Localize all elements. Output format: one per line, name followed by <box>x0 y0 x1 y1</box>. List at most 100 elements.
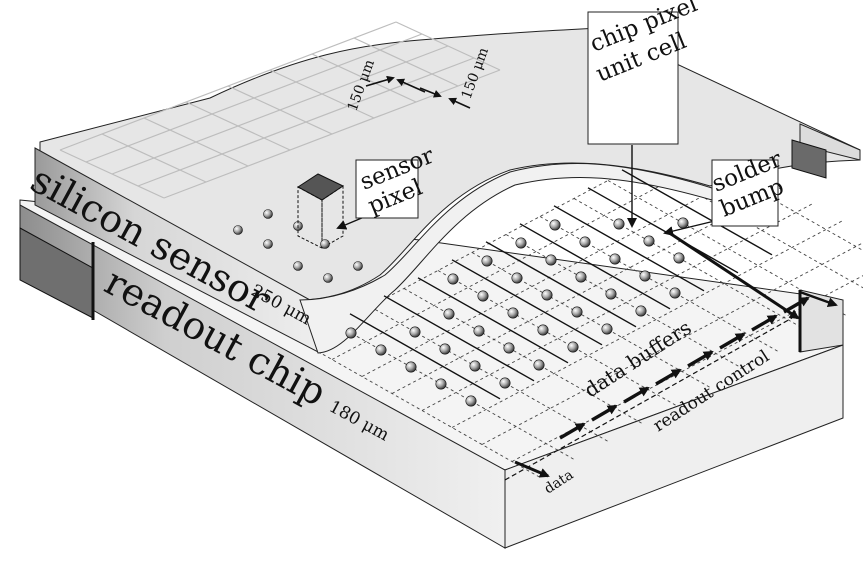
solder-bump <box>447 273 459 285</box>
solder-bump <box>499 377 511 389</box>
solder-bump <box>439 343 451 355</box>
data-output-arrow <box>514 460 550 478</box>
solder-bump <box>469 360 481 372</box>
pitch-dimension-markers <box>365 75 471 109</box>
solder-bump <box>673 252 685 264</box>
sensor-grid-line <box>395 21 501 71</box>
buffer-arrow <box>591 404 618 422</box>
solder-bump <box>435 378 447 390</box>
cell-boundary <box>519 223 671 310</box>
solder-bump <box>473 325 485 337</box>
sensor-grid-line <box>185 101 291 151</box>
sensor-pixel-highlight <box>297 173 345 249</box>
grid-line <box>505 234 747 371</box>
solder-bump <box>511 272 523 284</box>
solder-bump <box>541 289 553 301</box>
grid-line <box>369 306 611 443</box>
solder-bump <box>567 341 579 353</box>
grid-line <box>301 342 543 479</box>
sensor-grid-line <box>353 37 459 87</box>
solder-bump <box>503 342 515 354</box>
buffer-arrow <box>559 422 586 440</box>
solder-bump <box>643 235 655 247</box>
buffer-arrow <box>719 332 746 350</box>
solder-bump <box>677 217 689 229</box>
buffer-arrow <box>751 314 778 332</box>
sensor-pixel-box <box>355 159 419 219</box>
buffer-arrow <box>655 368 682 386</box>
grid-line <box>481 242 863 445</box>
sensor-grid-line <box>311 53 417 103</box>
grid-line <box>361 169 754 377</box>
sensor-right-dark <box>791 139 827 179</box>
cell-boundary <box>621 169 773 256</box>
solder-bump <box>345 327 357 339</box>
solder-bump <box>293 261 303 271</box>
solder-bump <box>549 219 561 231</box>
chip-pixel-box <box>587 11 679 145</box>
solder-bump <box>571 306 583 318</box>
solder-bump <box>537 324 549 336</box>
readout-control-arrow <box>504 317 793 481</box>
grid-line <box>471 252 713 389</box>
solder-bump <box>579 236 591 248</box>
cell-boundary <box>451 259 603 346</box>
cell-boundary <box>417 277 569 364</box>
solder-bump <box>233 225 243 235</box>
solder-bump <box>515 237 527 249</box>
solder-bump <box>605 288 617 300</box>
chip-cell-boundaries <box>349 169 773 400</box>
solder-bump <box>443 308 455 320</box>
grid-line <box>403 288 645 425</box>
sensor-grid-line <box>269 69 375 119</box>
solder-bump <box>613 218 625 230</box>
grid-line <box>573 198 815 335</box>
solder-bump <box>507 307 519 319</box>
grid-line <box>539 216 781 353</box>
grid-line <box>451 220 844 428</box>
solder-bump <box>405 361 417 373</box>
sensor-grid-line <box>143 117 249 167</box>
solder-bump <box>263 209 273 219</box>
grid-line <box>421 203 814 411</box>
solder-bump <box>609 253 621 265</box>
sensor-pixel-grid <box>59 21 501 199</box>
solder-bump <box>323 273 333 283</box>
chip-side-face <box>504 344 844 549</box>
solder-bump <box>669 287 681 299</box>
sensor-right-end <box>799 123 861 161</box>
grid-line <box>331 152 724 360</box>
solder-bump <box>409 326 421 338</box>
solder-bump-array <box>233 209 689 407</box>
solder-bump <box>465 395 477 407</box>
solder-bump <box>533 359 545 371</box>
grid-line <box>335 324 577 461</box>
buffer-arrow <box>687 350 714 368</box>
solder-bump <box>477 290 489 302</box>
solder-bump-box <box>711 159 779 227</box>
label-boxes <box>355 11 779 227</box>
solder-bump <box>353 261 363 271</box>
solder-bump <box>481 255 493 267</box>
data-out-arrow <box>667 230 838 320</box>
cell-boundary <box>587 187 739 274</box>
buffer-arrow <box>623 386 650 404</box>
data-buffer-arrows <box>559 296 810 440</box>
solder-bump <box>545 254 557 266</box>
cell-boundary <box>553 205 705 292</box>
solder-bump <box>635 305 647 317</box>
solder-bump <box>639 270 651 282</box>
grid-line <box>641 162 863 289</box>
solder-bump <box>263 239 273 249</box>
cell-boundary <box>485 241 637 328</box>
sensor-grid-line <box>101 133 207 183</box>
cell-boundary <box>349 313 501 400</box>
cell-boundary <box>383 295 535 382</box>
sensor-grid-line <box>59 149 165 199</box>
sensor-grid-line <box>227 85 333 135</box>
solder-bump <box>575 271 587 283</box>
grid-line <box>437 270 679 407</box>
solder-bump <box>601 323 613 335</box>
